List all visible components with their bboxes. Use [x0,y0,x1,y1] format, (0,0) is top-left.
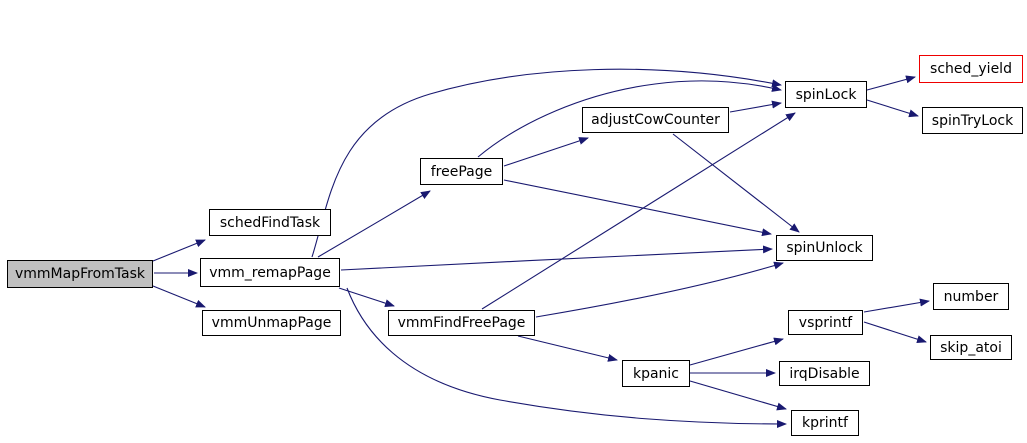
node-irqDisable[interactable]: irqDisable [779,361,870,386]
edge-vmm_remapPage-spinUnlock [340,245,773,271]
node-vmmFindFreePage[interactable]: vmmFindFreePage [388,310,535,336]
edge-freePage-spinLock [477,80,782,158]
node-schedFindTask[interactable]: schedFindTask [209,209,331,236]
edge-vmmFindFreePage-spinUnlock [535,261,784,318]
node-number[interactable]: number [933,283,1009,310]
edge-freePage-adjustCowCounter [503,137,589,167]
edge-vmmFindFreePage-spinLock [481,112,796,310]
node-spinLock[interactable]: spinLock [785,81,867,108]
edge-vmmMapFromTask-vmmUnmapPage [152,285,206,308]
node-adjustCowCounter[interactable]: adjustCowCounter [582,107,729,133]
edge-vmmMapFromTask-schedFindTask [152,239,206,262]
node-kprintf[interactable]: kprintf [791,410,859,436]
node-skip_atoi[interactable]: skip_atoi [930,335,1012,360]
edge-freePage-spinUnlock [503,179,772,237]
edge-vmm_remapPage-freePage [317,190,431,258]
edge-kpanic-vsprintf [689,337,784,366]
edge-kpanic-kprintf [689,380,787,411]
node-sched_yield[interactable]: sched_yield [919,55,1023,83]
node-spinTryLock[interactable]: spinTryLock [922,107,1023,134]
edge-vmmFindFreePage-kpanic [517,335,618,362]
edge-adjustCowCounter-spinLock [729,100,782,113]
edge-spinLock-spinTryLock [866,99,919,118]
edge-vsprintf-skip_atoi [863,321,927,344]
edge-vsprintf-number [863,298,930,313]
node-vmmUnmapPage[interactable]: vmmUnmapPage [202,310,341,336]
edge-spinLock-sched_yield [866,75,916,91]
node-vsprintf[interactable]: vsprintf [788,310,863,335]
edge-vmm_remapPage-spinLock [311,68,782,258]
node-spinUnlock[interactable]: spinUnlock [776,235,873,261]
node-vmm_remapPage[interactable]: vmm_remapPage [200,258,340,287]
node-vmmMapFromTask: vmmMapFromTask [7,260,153,288]
edge-vmm_remapPage-kprintf [346,287,787,428]
node-kpanic[interactable]: kpanic [622,360,690,387]
node-freePage[interactable]: freePage [420,158,503,185]
edge-adjustCowCounter-spinUnlock [672,133,800,233]
edge-vmm_remapPage-vmmFindFreePage [338,287,395,308]
